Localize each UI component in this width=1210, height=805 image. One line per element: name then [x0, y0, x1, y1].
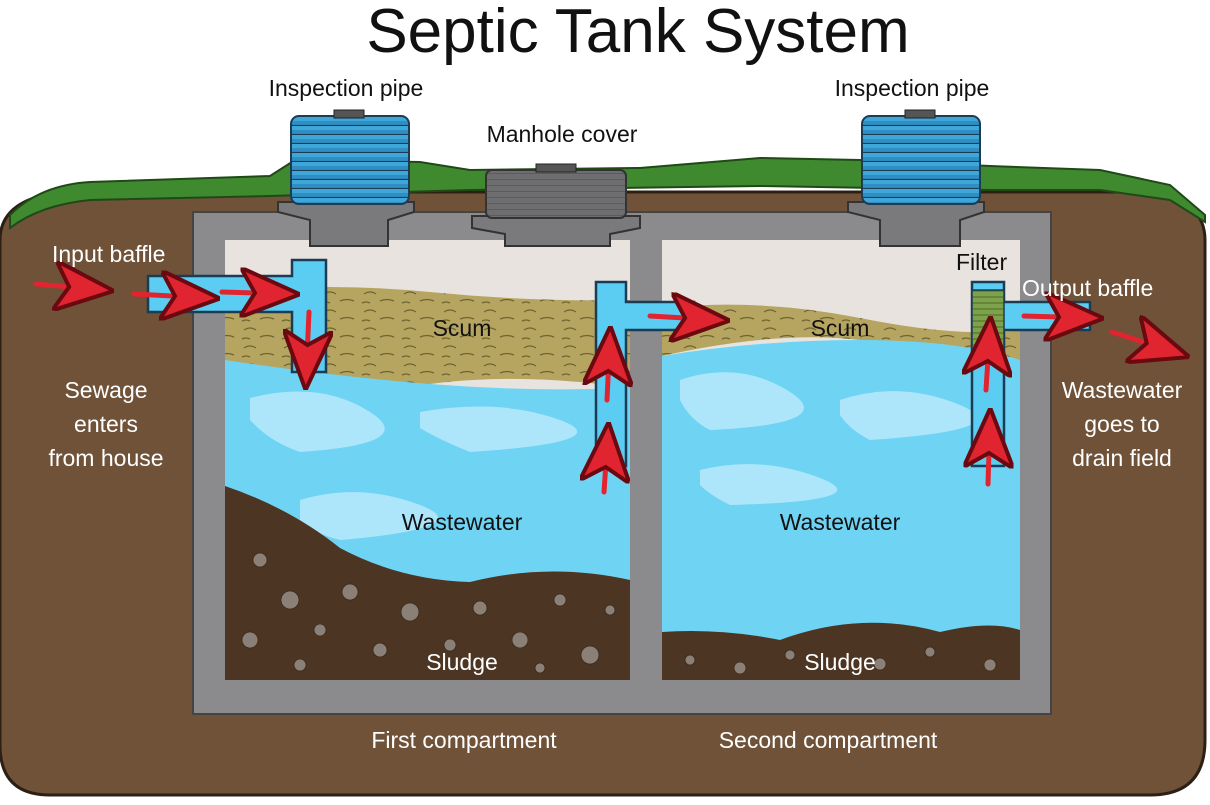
sludge-layer-1: [225, 486, 630, 680]
label-wastewater-2: Wastewater: [780, 509, 901, 535]
label-inspection-pipe-left: Inspection pipe: [269, 75, 424, 101]
flow-arrow-drain-field: [1109, 332, 1180, 354]
label-wastewater-1: Wastewater: [402, 509, 523, 535]
flow-arrows: [33, 284, 1180, 495]
label-manhole-cover: Manhole cover: [487, 121, 638, 147]
flow-arrow-outlet-up-1: [988, 418, 990, 487]
label-drain-field: Wastewater goes to drain field: [1062, 377, 1183, 471]
flow-arrow-sewage-in: [33, 284, 104, 290]
inspection-pipe-right: [847, 109, 985, 247]
sewage-line-3: from house: [48, 445, 163, 471]
label-filter: Filter: [956, 249, 1007, 275]
diagram-title: Septic Tank System: [366, 0, 909, 66]
label-sludge-2: Sludge: [804, 649, 876, 675]
flow-arrow-outlet-up-2: [986, 326, 990, 393]
label-input-baffle: Input baffle: [52, 241, 165, 267]
water-highlight-2: [680, 372, 978, 505]
sludge-stones-1: [241, 552, 616, 674]
inspection-pipe-left: [277, 109, 415, 247]
sewage-line-2: enters: [74, 411, 138, 437]
sludge-stones-2: [684, 646, 997, 675]
flow-arrow-inlet: [131, 294, 210, 298]
label-second-compartment: Second compartment: [719, 727, 938, 753]
water-highlight-1: [250, 391, 578, 540]
label-scum-2: Scum: [811, 315, 870, 341]
label-inspection-pipe-right: Inspection pipe: [835, 75, 990, 101]
drain-line-2: goes to: [1084, 411, 1159, 437]
label-first-compartment: First compartment: [371, 727, 557, 753]
drain-line-1: Wastewater: [1062, 377, 1183, 403]
flow-arrow-transfer-up-2: [607, 336, 610, 403]
label-sludge-1: Sludge: [426, 649, 498, 675]
flow-arrow-transfer-out: [647, 316, 720, 320]
sludge-layer-2: [662, 622, 1020, 680]
flow-arrow-baffle-down: [306, 309, 309, 380]
manhole-cover: [471, 163, 641, 247]
second-compartment: [662, 240, 1020, 680]
flow-arrow-outlet: [1021, 316, 1094, 318]
label-sewage-enters: Sewage enters from house: [48, 377, 163, 471]
label-output-baffle: Output baffle: [1022, 275, 1153, 301]
label-scum-1: Scum: [433, 315, 492, 341]
drain-line-3: drain field: [1072, 445, 1172, 471]
flow-arrow-inlet-2: [219, 292, 290, 294]
flow-arrow-transfer-up-1: [604, 432, 608, 495]
sewage-line-1: Sewage: [64, 377, 147, 403]
